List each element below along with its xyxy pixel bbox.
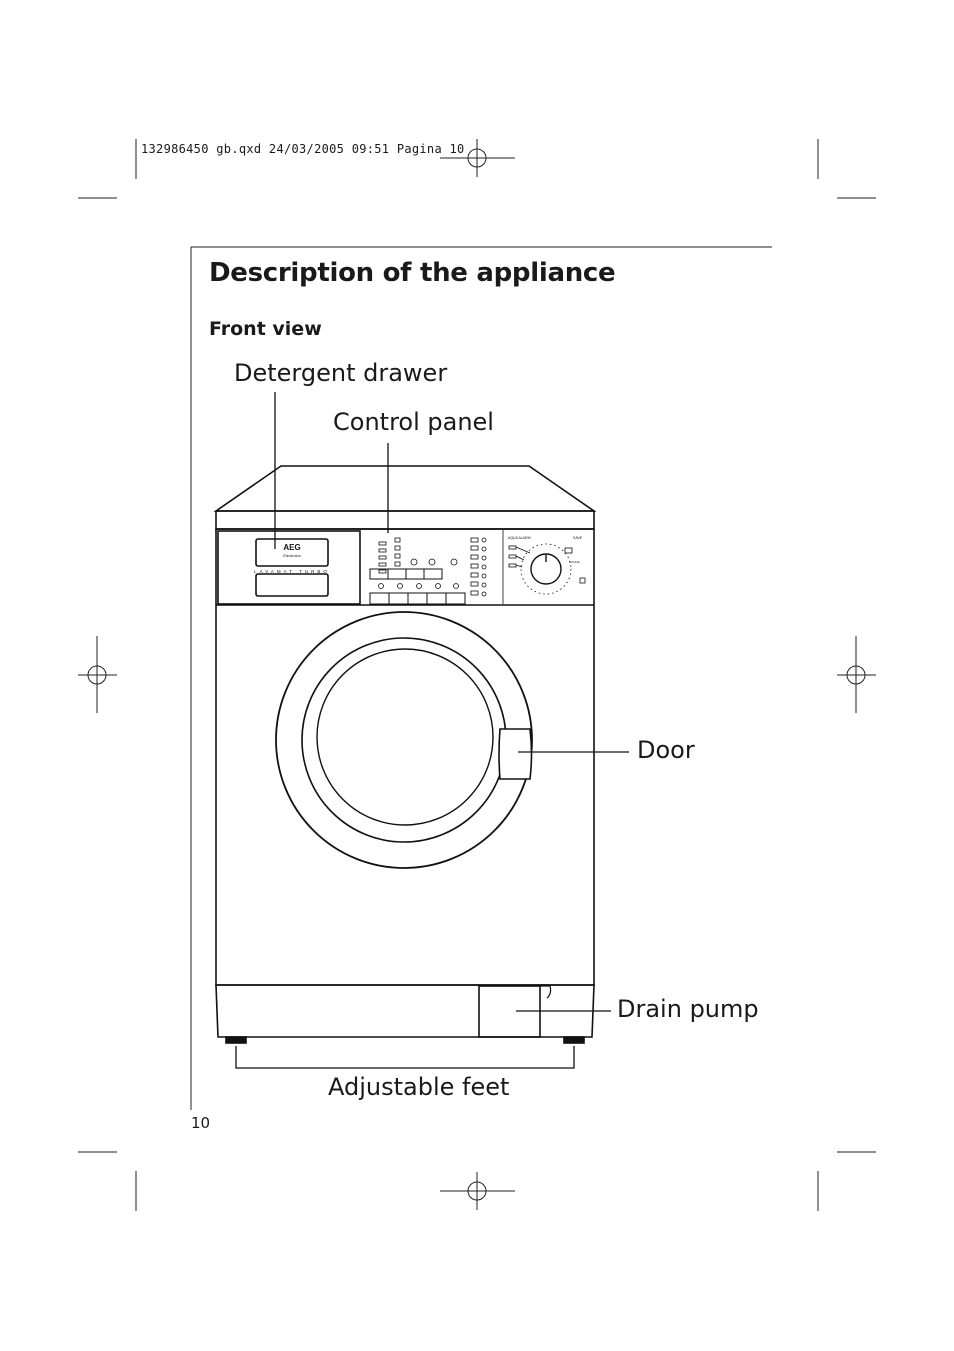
option-icons xyxy=(378,558,459,589)
status-leds xyxy=(470,537,487,597)
right-foot xyxy=(563,1036,585,1044)
callout-control-panel: Control panel xyxy=(333,408,494,436)
callout-door: Door xyxy=(637,736,695,764)
aqua-alarm-label: AQUA ALARM xyxy=(508,536,531,540)
print-slug: 132986450 gb.qxd 24/03/2005 09:51 Pagina… xyxy=(141,142,465,156)
save-label: SAVE xyxy=(573,536,583,540)
brand-logo-text: AEG xyxy=(283,543,300,552)
door-inner-ring xyxy=(301,637,507,843)
appliance-markings: AEG Electrolux LAVAMAT TURBO AQUA ALARM … xyxy=(254,536,583,574)
drain-pump-latch xyxy=(540,985,552,999)
model-name-text: LAVAMAT TURBO xyxy=(254,569,330,574)
machine-plinth xyxy=(215,984,595,1038)
panel-button-row-top xyxy=(369,568,443,580)
leader-lines xyxy=(235,392,629,1069)
page-title: Description of the appliance xyxy=(209,258,616,288)
door-outer-ring xyxy=(275,611,533,869)
programme-panel xyxy=(502,530,586,604)
page-frame xyxy=(190,246,772,1110)
machine-top-strip xyxy=(215,510,595,530)
page-number: 10 xyxy=(191,1114,211,1132)
detergent-drawer xyxy=(217,530,361,605)
crop-marks xyxy=(78,139,876,1211)
panel-button-row-bottom xyxy=(369,592,466,605)
door-handle xyxy=(498,728,533,780)
spin-speed-leds xyxy=(378,537,401,574)
section-heading: Front view xyxy=(209,318,322,340)
sub-brand-text: Electrolux xyxy=(283,553,301,558)
machine-top xyxy=(213,465,597,512)
souce-label: SOUCE xyxy=(569,560,580,564)
drawer-handle xyxy=(255,573,329,597)
programme-knob xyxy=(530,553,562,585)
bracket-adjustable-feet xyxy=(235,1046,575,1069)
left-foot xyxy=(225,1036,247,1044)
callout-drain-pump: Drain pump xyxy=(617,995,759,1023)
drawer-badge xyxy=(255,538,329,567)
callout-adjustable-feet: Adjustable feet xyxy=(328,1073,510,1101)
door-glass xyxy=(316,648,494,826)
washing-machine-illustration xyxy=(213,465,597,1044)
callout-detergent-drawer: Detergent drawer xyxy=(234,359,448,387)
